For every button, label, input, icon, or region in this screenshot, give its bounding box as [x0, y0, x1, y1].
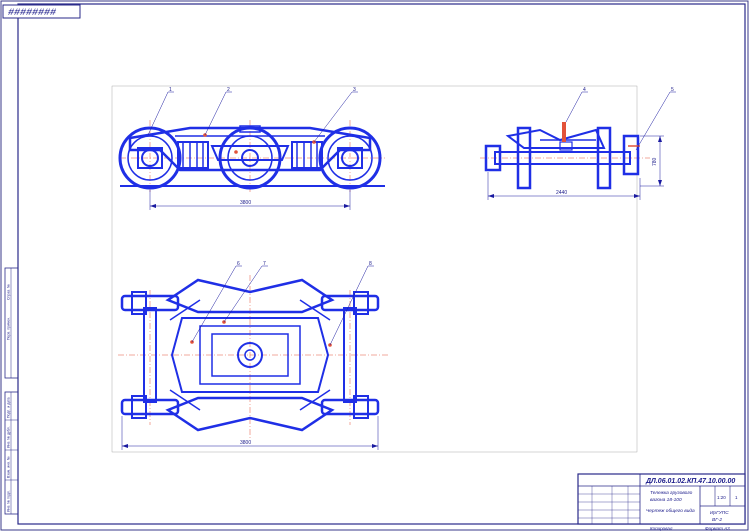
strip-label-b: Справ. №	[7, 284, 11, 300]
end-view: 4 5 2440 780	[480, 87, 676, 200]
scale-value: 1:20	[717, 495, 726, 500]
dim-end-width: 2440	[556, 190, 567, 196]
spring-set-left	[177, 141, 209, 169]
org-line-2: ВГ-2	[712, 517, 722, 523]
leader-1: 1	[169, 87, 172, 93]
leader-4: 4	[583, 87, 586, 93]
title-line-1: Тележка грузового	[650, 490, 693, 496]
side-frame	[128, 126, 372, 172]
dim-side-length: 3800	[240, 200, 251, 206]
side-view: 1 2 3 3800	[118, 87, 385, 210]
plan-view: 6 7 8 3800	[118, 261, 390, 450]
axle	[494, 151, 631, 165]
strip-label-e: Взам. инв. №	[7, 456, 11, 478]
leader-2: 2	[227, 87, 230, 93]
dim-plan-length: 3800	[240, 440, 251, 446]
center-plate	[237, 342, 263, 368]
leader-5: 5	[671, 87, 674, 93]
leader-7: 7	[263, 261, 266, 267]
strip-label-c: Подп. и дата	[7, 397, 11, 418]
spring-set-right	[291, 141, 323, 169]
footer-copied: Копировал	[650, 526, 673, 531]
inner-frame	[17, 3, 746, 525]
strip-label-f: Инв. № подл.	[7, 490, 11, 512]
leader-8: 8	[369, 261, 372, 267]
plan-side-frame-top	[165, 278, 335, 314]
footer-format: Формат А3	[705, 526, 730, 531]
bolster	[210, 145, 290, 161]
leader-6: 6	[237, 261, 240, 267]
strip-label-a: Перв. примен.	[7, 317, 11, 340]
plan-side-frame-bottom	[165, 396, 335, 432]
left-side-strip: Перв. примен. Справ. № Подп. и дата Инв.…	[4, 267, 19, 515]
wheel-right	[318, 126, 382, 190]
leader-3: 3	[353, 87, 356, 93]
plan-bolster	[170, 317, 330, 393]
corner-stamp-box	[2, 4, 81, 19]
corner-stamp: ########	[8, 8, 57, 19]
org-line-1: ИрГУПС	[710, 510, 729, 516]
sheet-number: 1	[735, 495, 738, 500]
title-line-3: Чертеж общего вида	[646, 508, 695, 514]
dim-end-height: 780	[652, 157, 658, 166]
drawing-code: ДЛ.06.01.02.КП.47.10.00.00	[645, 478, 735, 485]
title-block: ДЛ.06.01.02.КП.47.10.00.00 Тележка грузо…	[577, 473, 746, 525]
strip-label-d: Инв. № дубл.	[7, 426, 11, 448]
end-bolster	[505, 128, 606, 149]
title-line-2: вагона 18-100	[650, 497, 682, 503]
drawing-area	[111, 85, 638, 453]
